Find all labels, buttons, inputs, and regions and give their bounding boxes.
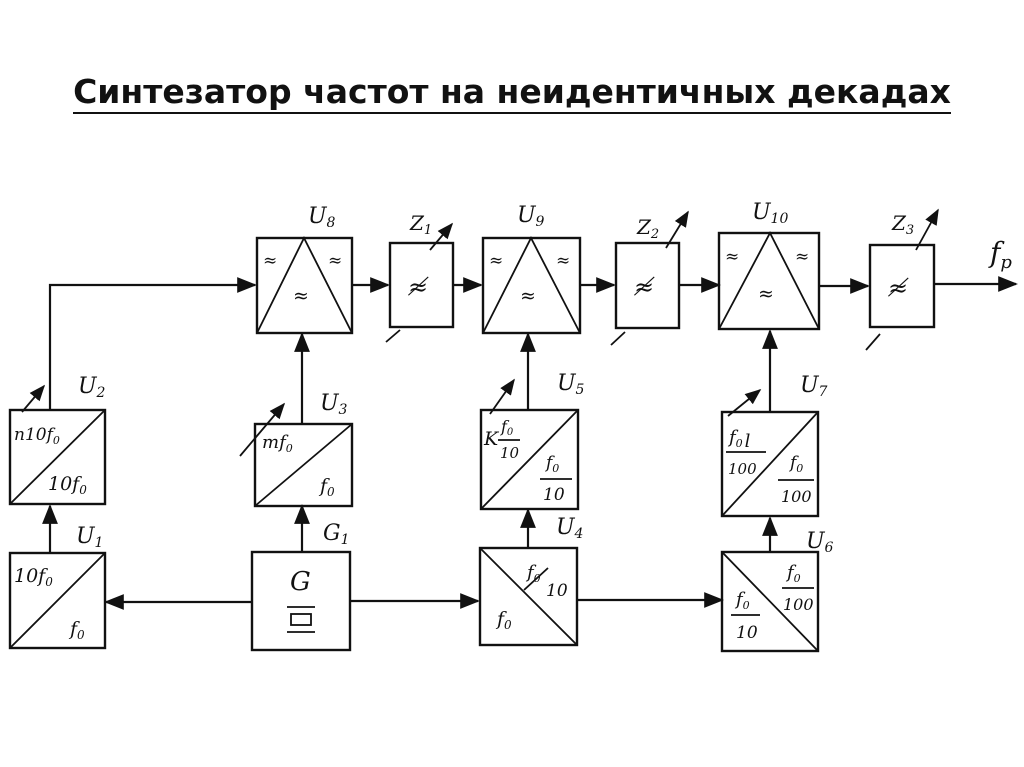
u5-tuning-arrow — [489, 378, 515, 415]
block-u9: ≈ ≈ ≈ U9 — [481, 203, 582, 335]
u6-bottom-den: 10 — [736, 623, 758, 643]
block-u2: n10f0 10f0 U2 — [8, 374, 107, 506]
u5-left-den: 10 — [500, 444, 520, 462]
u9-glyph-left: ≈ — [489, 251, 503, 271]
u10-glyph-center: ≈ — [758, 283, 774, 305]
u6-top-num: f0 — [785, 562, 801, 585]
u4-label: U4 — [556, 515, 583, 542]
u7-label: U7 — [800, 373, 828, 400]
u5-right-num: f0 — [544, 453, 559, 475]
u10-glyph-right: ≈ — [795, 247, 809, 267]
block-u5: K f0 10 f0 10 U5 — [479, 371, 585, 511]
u8-label: U8 — [308, 204, 336, 231]
u7-bottom-num: f0 — [788, 453, 803, 475]
g1-label: G1 — [323, 521, 350, 548]
u2-output-label: 10f0 — [48, 473, 87, 497]
u7-bottom-den: 100 — [781, 487, 812, 506]
u5-label: U5 — [557, 371, 585, 398]
u7-tuning-arrow — [727, 388, 762, 417]
z3-tuning-arrow — [915, 208, 939, 251]
z2-label: Z2 — [636, 215, 659, 242]
u6-label: U6 — [806, 529, 834, 556]
block-u6: f0 100 f0 10 U6 — [720, 529, 834, 653]
u1-output-label: f0 — [68, 618, 85, 642]
u4-den: 10 — [546, 581, 568, 601]
z2-filter-icon: ≉ — [633, 273, 655, 301]
u7-top-den: 100 — [728, 460, 757, 478]
block-z1: ≉ Z1 — [385, 211, 455, 343]
block-u3: mf0 f0 U3 — [239, 391, 354, 508]
u10-label: U10 — [752, 200, 788, 227]
u8-glyph-right: ≈ — [328, 251, 342, 271]
u4-output-label: f0 — [495, 608, 512, 632]
block-u1: 10f0 f0 U1 — [8, 524, 107, 650]
z2-tuning-arrow — [665, 210, 689, 249]
u5-right-den: 10 — [543, 485, 565, 505]
wires — [42, 276, 1018, 610]
u5-prefix: K — [483, 428, 500, 450]
title-text: Синтезатор частот на неидентичных декада… — [73, 72, 951, 114]
g-letter: G — [290, 567, 311, 597]
block-u10: ≈ ≈ ≈ U10 — [717, 200, 821, 331]
u3-input-label: mf0 — [262, 432, 293, 455]
u10-glyph-left: ≈ — [725, 247, 739, 267]
block-z3: ≉ Z3 — [865, 208, 939, 351]
block-g: G G1 — [250, 521, 352, 652]
z1-filter-icon: ≉ — [407, 273, 429, 301]
u8-glyph-left: ≈ — [263, 251, 277, 271]
u3-tuning-arrow — [239, 402, 286, 457]
page-title: Синтезатор частот на неидентичных декада… — [0, 72, 1024, 114]
u3-output-label: f0 — [318, 475, 335, 499]
z3-filter-icon: ≉ — [887, 274, 909, 302]
u6-top-den: 100 — [783, 595, 814, 614]
u9-glyph-right: ≈ — [556, 251, 570, 271]
u1-label: U1 — [76, 524, 103, 551]
z3-label: Z3 — [891, 211, 914, 238]
block-z2: ≉ Z2 — [610, 210, 689, 346]
u2-tuning-arrow — [21, 384, 46, 413]
u1-input-label: 10f0 — [14, 565, 53, 589]
z1-label: Z1 — [409, 211, 432, 238]
block-u8: ≈ ≈ ≈ U8 — [255, 204, 354, 335]
u9-label: U9 — [517, 203, 545, 230]
z1-tuning-arrow — [429, 222, 454, 251]
z1-tune-stub — [385, 329, 401, 343]
u6-bottom-num: f0 — [734, 589, 750, 612]
output-label: fp — [988, 236, 1012, 273]
u8-glyph-center: ≈ — [293, 285, 309, 307]
u3-label: U3 — [320, 391, 348, 418]
u5-left-num: f0 — [500, 417, 514, 438]
wire-u2-u8 — [48, 277, 257, 410]
u9-glyph-center: ≈ — [520, 285, 536, 307]
crystal-icon — [290, 613, 312, 626]
z2-tune-stub — [610, 331, 626, 346]
z3-tune-stub — [865, 333, 881, 351]
u2-input-label: n10f0 — [14, 425, 60, 447]
block-u4: f0 10 f0 U4 — [478, 515, 583, 647]
u2-label: U2 — [78, 374, 106, 401]
